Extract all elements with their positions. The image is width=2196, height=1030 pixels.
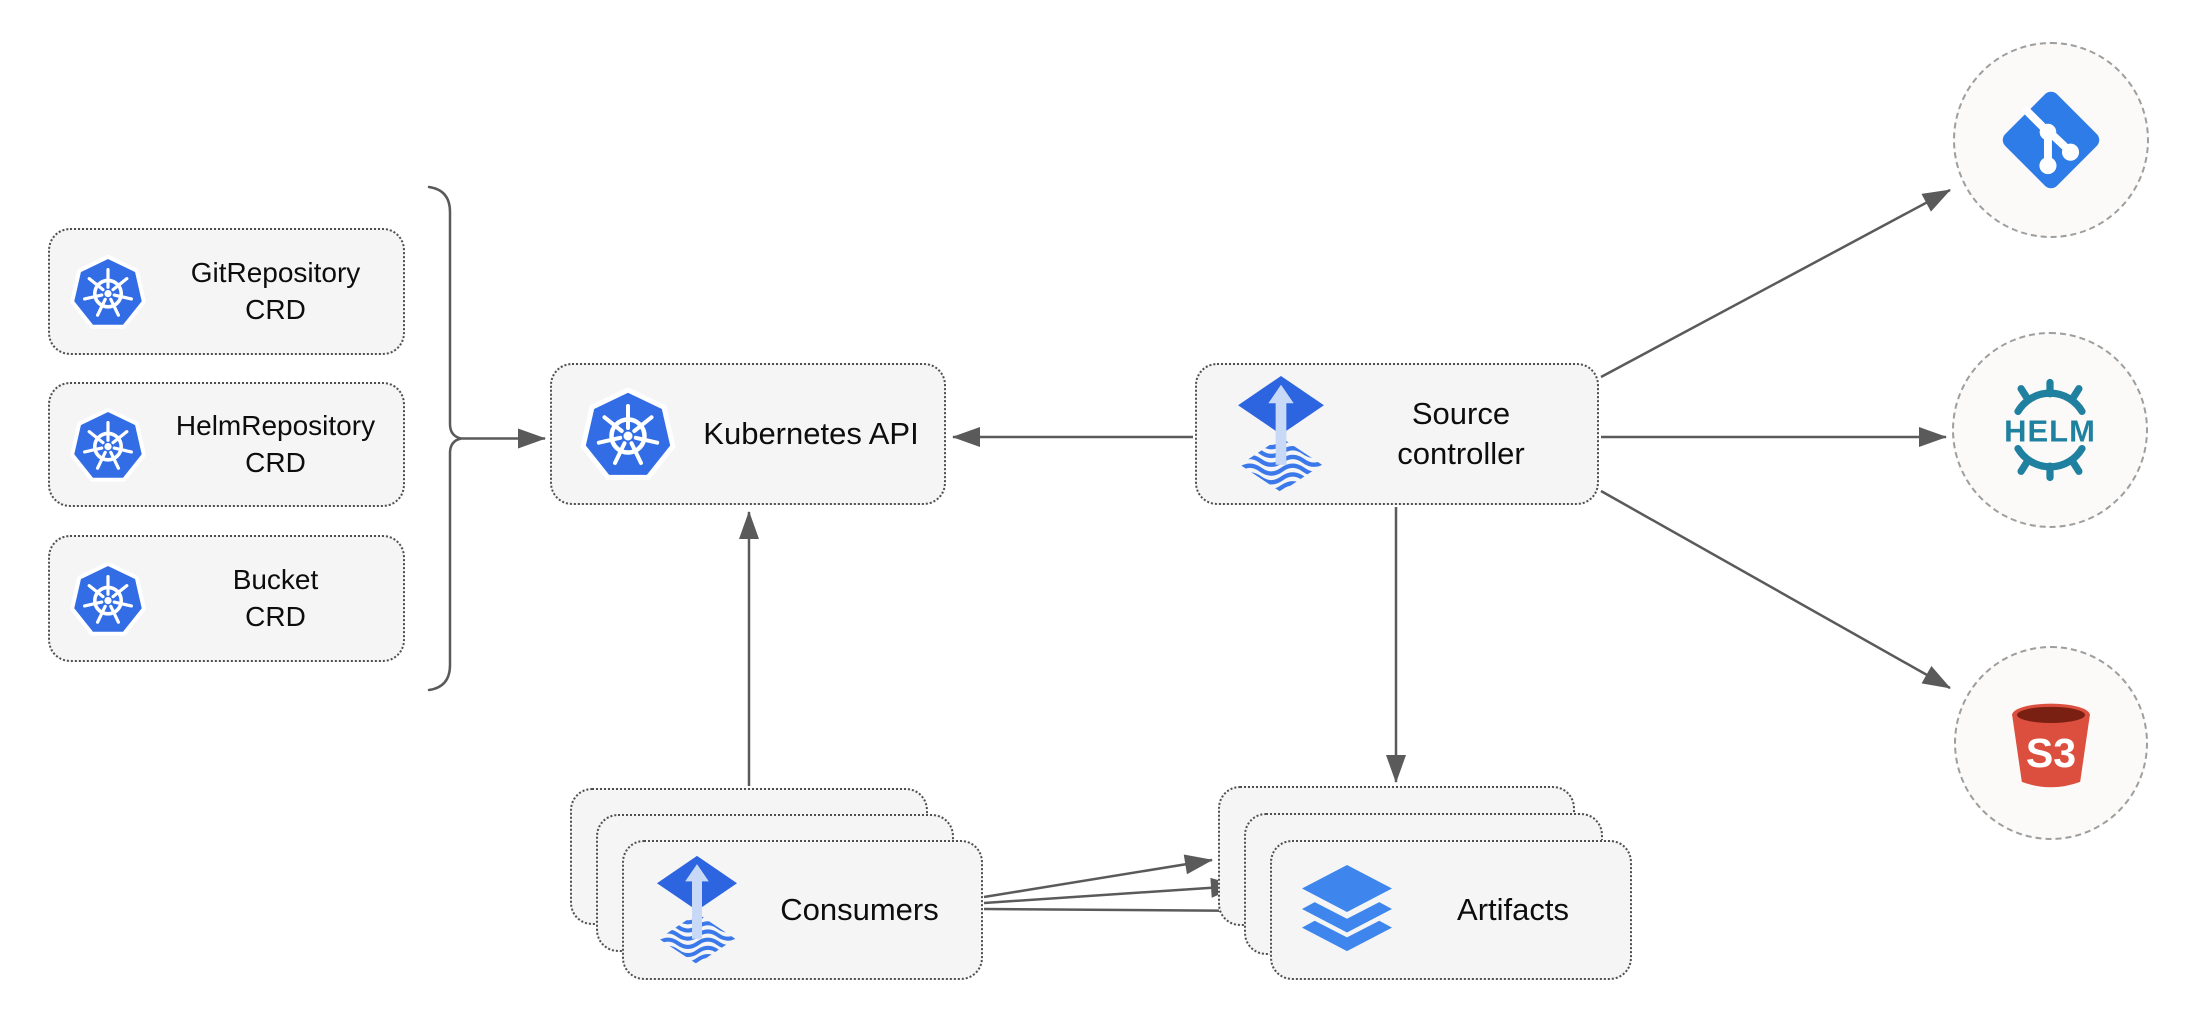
node-gitrepository-crd: GitRepository CRD [48,228,405,355]
node-helmrepository-crd: HelmRepository CRD [48,382,405,507]
node-label: Artifacts [1457,891,1569,927]
flux-icon [1237,375,1325,494]
arrow-consumers-to-artifacts-1 [983,854,1213,899]
node-source-controller: Source controller [1195,363,1599,505]
arrow-source-controller-to-s3 [1600,489,1951,690]
git-icon [1990,79,2112,201]
kubernetes-icon [578,384,678,484]
node-kubernetes-api: Kubernetes API [550,363,946,505]
s3-bucket-icon: S3 [2012,703,2090,788]
node-label: GitRepository CRD [190,257,361,325]
node-git-source [1953,42,2149,238]
flux-icon [656,855,738,966]
s3-logo-text: S3 [2026,730,2076,776]
crd-group-bracket [427,185,462,692]
node-helm-source: HELM [1952,332,2148,528]
kubernetes-icon [70,407,146,482]
node-label: Bucket CRD [232,564,319,632]
node-s3-source: S3 [1954,646,2148,840]
node-label: HelmRepository CRD [175,410,376,478]
node-consumers: Consumers [622,840,983,980]
node-label: Kubernetes API [703,415,919,451]
helm-logo-text: HELM [2004,413,2096,448]
arrow-consumers-to-artifacts-2 [983,877,1239,905]
arrow-source-controller-to-git [1600,188,1951,379]
node-artifacts: Artifacts [1270,840,1632,980]
node-bucket-crd: Bucket CRD [48,535,405,662]
node-label: Source controller [1397,395,1525,471]
kubernetes-icon [70,561,146,636]
node-label: Consumers [780,891,939,927]
kubernetes-icon [70,254,146,329]
layers-icon [1302,865,1392,952]
helm-icon: HELM [2004,378,2096,482]
